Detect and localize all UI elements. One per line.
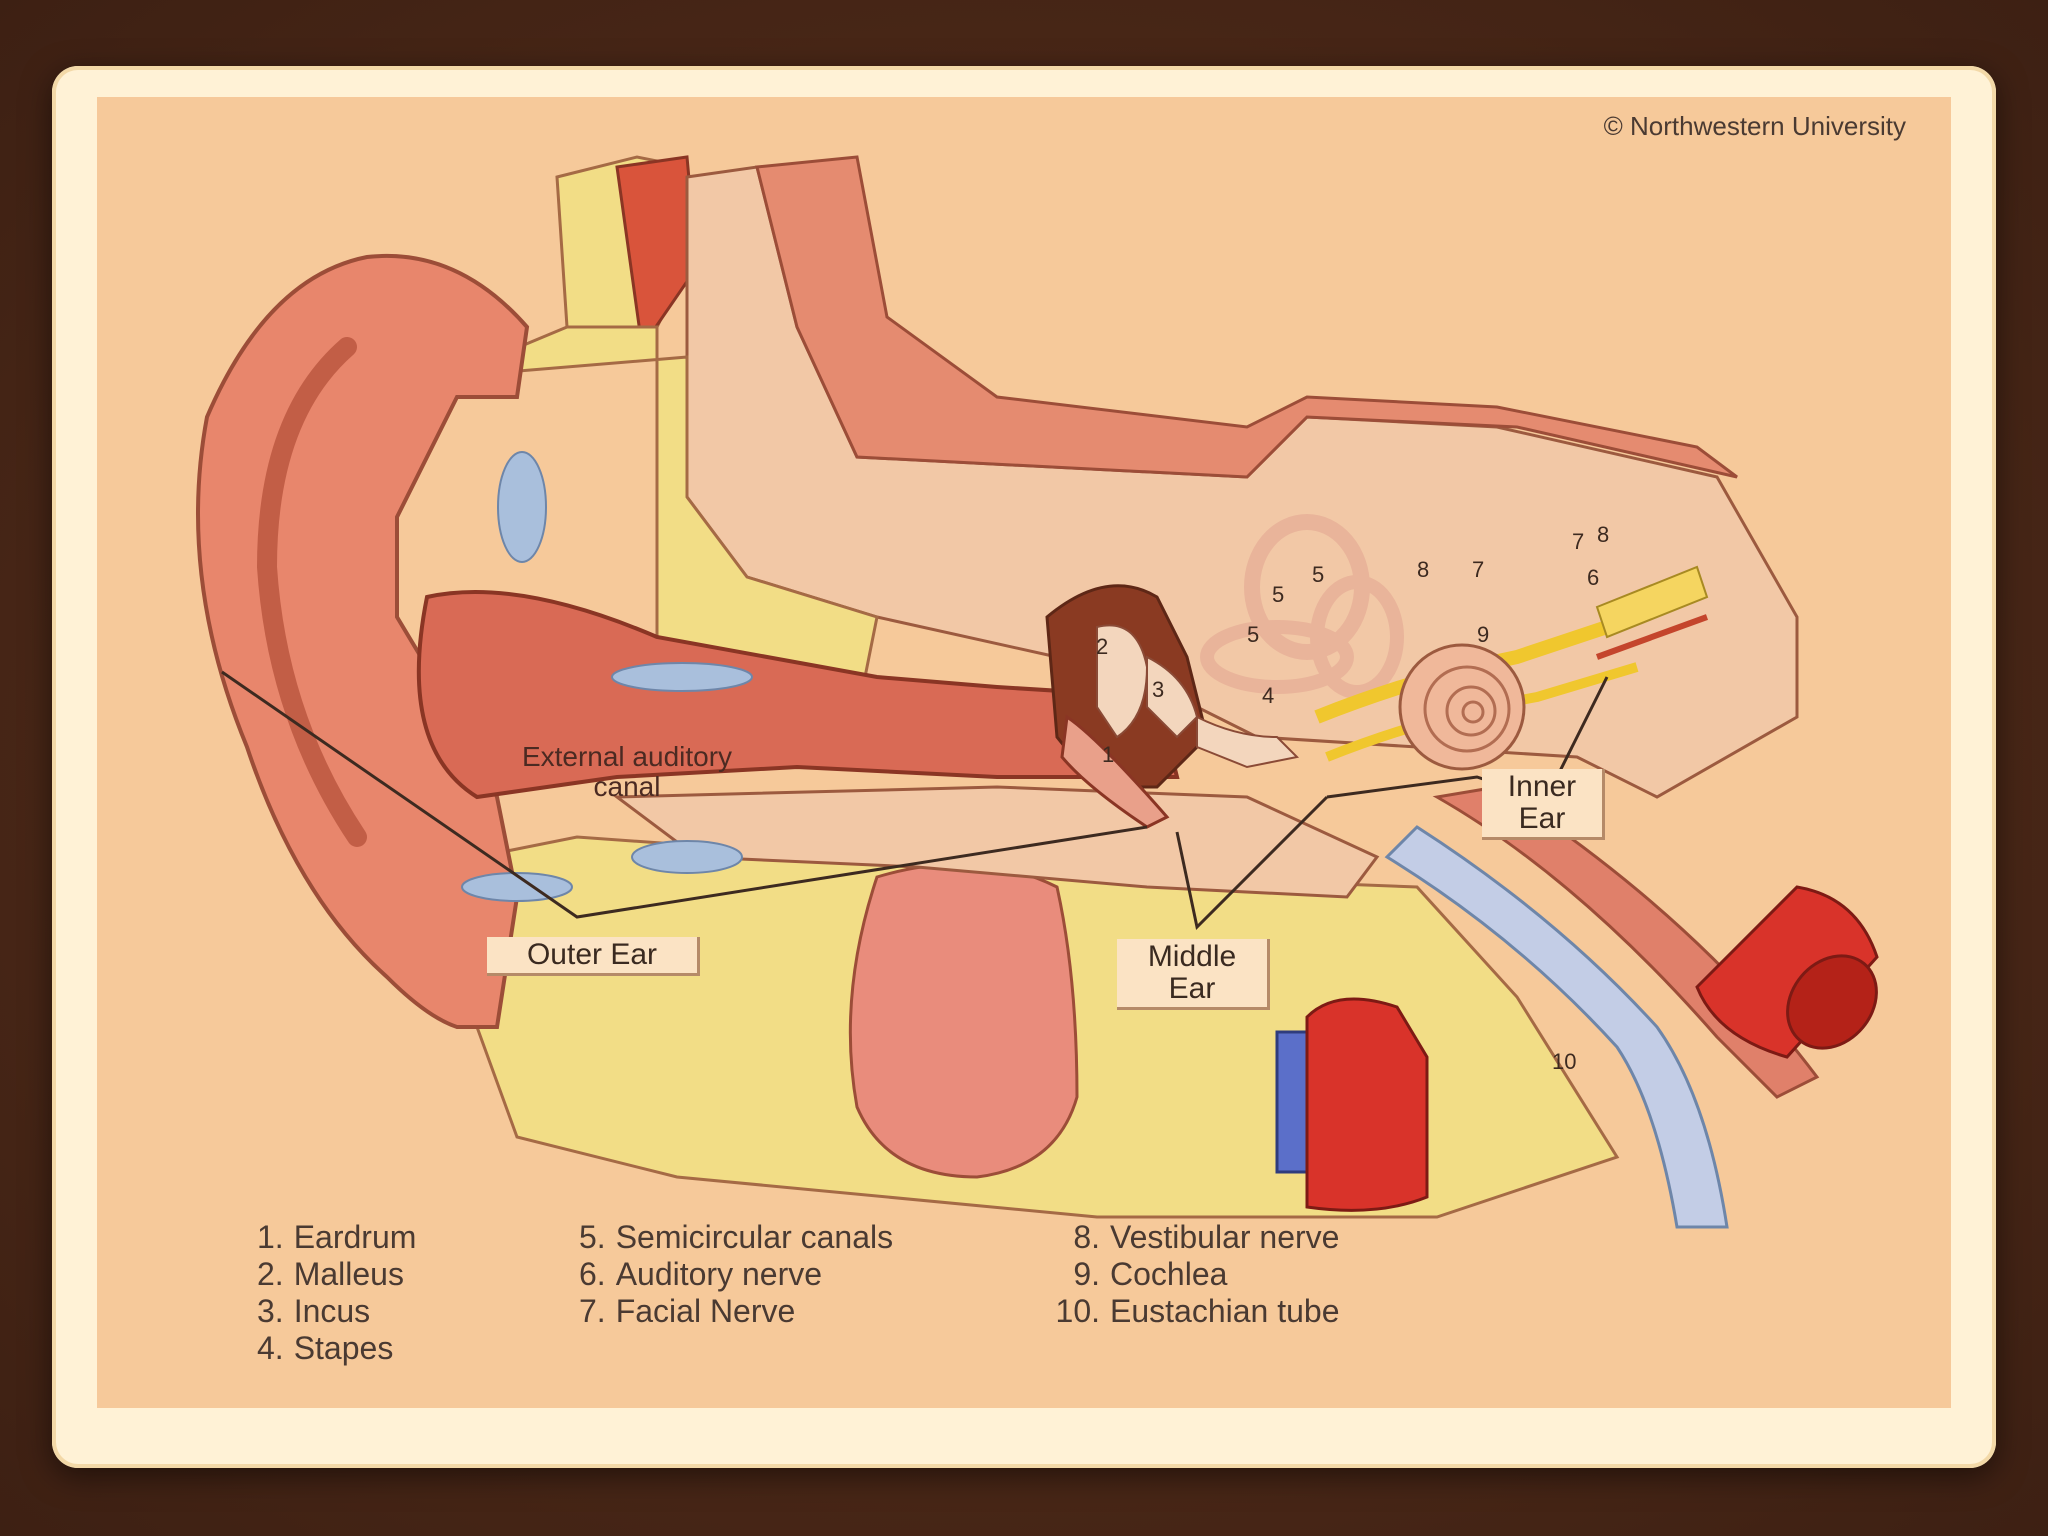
marker-6: 6 [1587, 565, 1599, 590]
marker-1: 1 [1102, 742, 1114, 767]
outer-ear-leader [221, 670, 1148, 919]
brain-tissue [755, 155, 1738, 479]
semicircular-canal [1200, 620, 1354, 694]
canal-label: External auditory canal [477, 742, 777, 802]
eardrum [1060, 714, 1170, 829]
cartilage-spot [631, 840, 743, 874]
marker-8: 8 [1417, 557, 1429, 582]
marker-10: 10 [1552, 1049, 1576, 1074]
marker-5: 5 [1272, 582, 1284, 607]
marker-4: 4 [1262, 683, 1274, 708]
incus [1146, 655, 1199, 739]
helix-fold [256, 337, 367, 847]
marker-7b: 7 [1572, 529, 1584, 554]
outer-ear-label: Outer Ear [487, 937, 700, 976]
legend-item: 9.Cochlea [1073, 1256, 1228, 1292]
legend-item: 8.Vestibular nerve [1073, 1219, 1340, 1255]
external-auditory-canal [416, 590, 1180, 800]
legend-item: 5.Semicircular canals [579, 1219, 894, 1255]
cartilage-spot [497, 451, 547, 563]
canal-label-line2: canal [593, 771, 661, 802]
legend-item: 3.Incus [257, 1293, 371, 1329]
ear-anatomy-diagram: 1 2 3 4 5 5 5 6 7 7 8 8 9 10 © Northwest… [97, 97, 1951, 1408]
inner-ear-label: Inner Ear [1482, 769, 1605, 840]
legend-item: 10.Eustachian tube [1055, 1293, 1340, 1329]
cartilage-spot [611, 662, 753, 692]
legend-item: 7.Facial Nerve [579, 1293, 796, 1329]
marker-8b: 8 [1597, 522, 1609, 547]
copyright-notice: © Northwestern University [1603, 111, 1906, 141]
canal-label-line1: External auditory [521, 741, 733, 772]
middle-ear-leader [1175, 795, 1329, 931]
marker-9: 9 [1477, 622, 1489, 647]
internal-carotid [1305, 997, 1429, 1212]
legend-item: 2.Malleus [257, 1256, 404, 1292]
canal-floor-bone [612, 785, 1380, 899]
legend-item: 6.Auditory nerve [579, 1256, 823, 1292]
marker-7: 7 [1472, 557, 1484, 582]
middle-ear-label: Middle Ear [1117, 939, 1270, 1010]
semicircular-canal [1310, 575, 1404, 699]
nerve-vessel [1595, 614, 1709, 660]
marker-5b: 5 [1312, 562, 1324, 587]
eustachian-tube [1384, 825, 1729, 1229]
facial-nerve [1595, 565, 1709, 639]
legend-item: 4.Stapes [257, 1330, 394, 1366]
ear-illustration: 1 2 3 4 5 5 5 6 7 7 8 8 9 10 [196, 155, 1879, 1229]
legend-column-2: 5.Semicircular canals 6.Auditory nerve 7… [579, 1219, 893, 1330]
marker-2: 2 [1096, 634, 1108, 659]
parotid-gland [848, 862, 1079, 1179]
legend-column-1: 1.Eardrum 2.Malleus 3.Incus 4.Stapes [257, 1219, 416, 1367]
legend-column-3: 8.Vestibular nerve 9.Cochlea 10.Eustachi… [1052, 1219, 1340, 1330]
marker-5c: 5 [1247, 622, 1259, 647]
stapes [1196, 715, 1300, 769]
marker-3: 3 [1152, 677, 1164, 702]
legend-item: 1.Eardrum [257, 1219, 417, 1255]
